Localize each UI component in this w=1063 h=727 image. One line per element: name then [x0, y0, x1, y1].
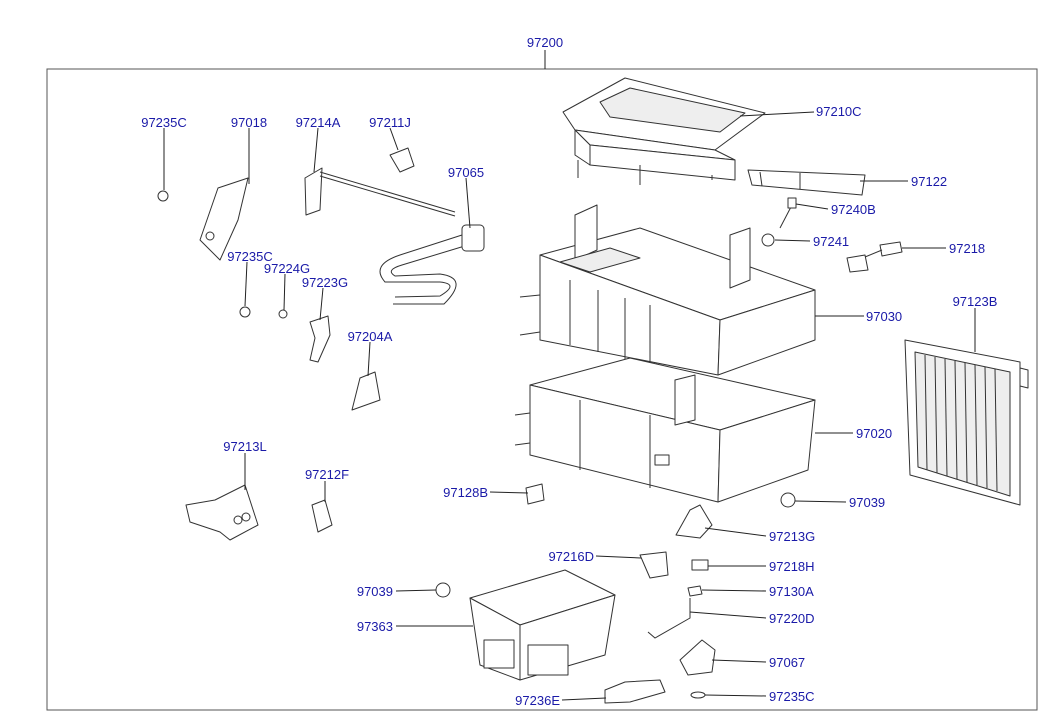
- part-grommet-right: [780, 492, 796, 508]
- part-filter: [904, 339, 1029, 506]
- callout-97218: 97218: [949, 241, 985, 256]
- part-clip-97211J: [389, 147, 415, 173]
- callout-97363: 97363: [357, 619, 393, 634]
- part-clip-97218: [846, 241, 903, 273]
- part-grommet-left: [435, 582, 451, 598]
- callout-97039-right: 97039: [849, 495, 885, 510]
- callout-97224G: 97224G: [264, 261, 310, 276]
- callout-97236E: 97236E: [515, 693, 560, 708]
- callout-97216D: 97216D: [548, 549, 594, 564]
- callout-97214A: 97214A: [296, 115, 341, 130]
- part-lever-97223G: [309, 315, 331, 363]
- part-grommet-b: [239, 306, 251, 318]
- callout-97122: 97122: [911, 174, 947, 189]
- part-actuator-97213L: [185, 484, 259, 541]
- callout-97128B: 97128B: [443, 485, 488, 500]
- callout-97030: 97030: [866, 309, 902, 324]
- callout-97240B: 97240B: [831, 202, 876, 217]
- callout-97210C: 97210C: [816, 104, 862, 119]
- callout-97218H: 97218H: [769, 559, 815, 574]
- callout-97204A: 97204A: [348, 329, 393, 344]
- part-lever-97213G: [675, 504, 713, 539]
- callout-97211J: 97211J: [369, 115, 411, 130]
- callout-97018: 97018: [231, 115, 267, 130]
- part-clip-97212F: [311, 499, 333, 533]
- part-duct: [747, 169, 866, 196]
- callout-97235C-bottom: 97235C: [769, 689, 815, 704]
- callout-97130A: 97130A: [769, 584, 814, 599]
- callout-97020: 97020: [856, 426, 892, 441]
- part-lower-housing: [514, 357, 816, 503]
- part-hose-97065: [379, 224, 485, 305]
- callout-97067: 97067: [769, 655, 805, 670]
- part-upper-housing: [519, 204, 816, 376]
- part-clip-97130A: [687, 585, 703, 597]
- part-pin-97224G: [278, 309, 288, 319]
- assembly-frame: [46, 68, 1038, 711]
- callout-97235C-top: 97235C: [141, 115, 187, 130]
- part-box-97363: [469, 569, 616, 681]
- part-sensor: [761, 197, 797, 247]
- callout-97220D: 97220D: [769, 611, 815, 626]
- callout-97235C-mid: 97235C: [227, 249, 273, 264]
- part-rod-97220D: [647, 598, 691, 639]
- callout-97212F: 97212F: [305, 467, 349, 482]
- part-clip-97216D: [639, 551, 669, 579]
- callout-97241: 97241: [813, 234, 849, 249]
- callout-97213L: 97213L: [223, 439, 266, 454]
- part-bracket-97067: [679, 639, 716, 676]
- callout-97223G: 97223G: [302, 275, 348, 290]
- part-grommet-a: [157, 190, 169, 202]
- part-clip-97128B: [525, 483, 545, 505]
- part-top-cover: [562, 77, 766, 185]
- callout-97123B: 97123B: [953, 294, 998, 309]
- part-bracket-97204A: [351, 371, 381, 411]
- part-washer: [690, 691, 706, 699]
- part-link-97018: [199, 177, 249, 261]
- callout-97065: 97065: [448, 165, 484, 180]
- callout-97213G: 97213G: [769, 529, 815, 544]
- part-clip-97236E: [604, 679, 666, 704]
- frame-label: 97200: [527, 35, 563, 50]
- part-clip-97218H: [691, 559, 709, 571]
- callout-97039-left: 97039: [357, 584, 393, 599]
- part-rod-97214A: [304, 167, 456, 217]
